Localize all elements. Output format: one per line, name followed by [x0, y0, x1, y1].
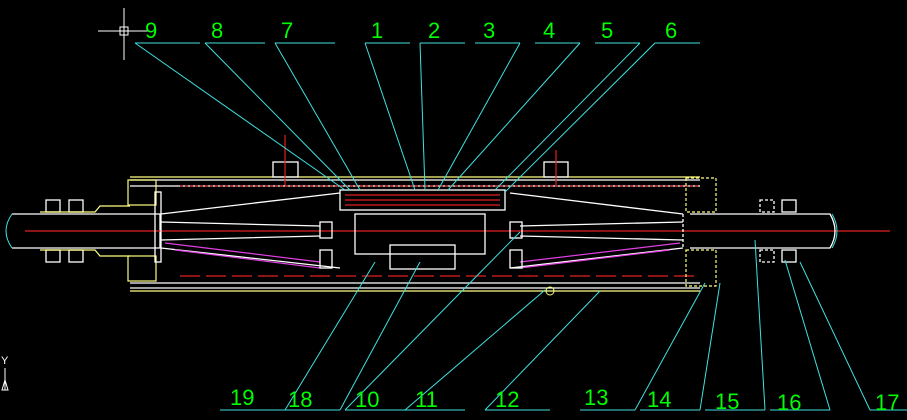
ucs-y-label: Y: [1, 355, 9, 367]
top-part-labels: 9 8 7 1 2 3 4 5 6: [145, 18, 677, 43]
part-label: 2: [428, 18, 440, 43]
part-label: 8: [211, 18, 223, 43]
part-label: 13: [584, 385, 608, 410]
joint-body: [5, 135, 890, 296]
crosshair-cursor-icon: [98, 8, 150, 60]
part-label: 1: [371, 18, 383, 43]
part-label: 4: [543, 18, 555, 43]
part-label: 11: [415, 387, 438, 412]
part-label: 12: [495, 387, 519, 412]
part-label: 6: [665, 18, 677, 43]
part-label: 10: [355, 387, 379, 412]
ucs-axis-icon: Y: [1, 355, 9, 391]
part-label: 18: [288, 387, 312, 412]
part-label: 16: [777, 390, 801, 415]
part-label: 14: [647, 387, 671, 412]
part-label: 9: [145, 18, 157, 43]
part-label: 15: [715, 389, 739, 414]
bottom-part-labels: 19 18 10 11 12 13 14 15 16 17: [230, 385, 899, 415]
part-label: 19: [230, 385, 254, 410]
part-label: 7: [281, 18, 293, 43]
part-label: 17: [875, 390, 899, 415]
part-label: 3: [483, 18, 495, 43]
part-label: 5: [601, 18, 613, 43]
leader-lines: [134, 42, 907, 411]
